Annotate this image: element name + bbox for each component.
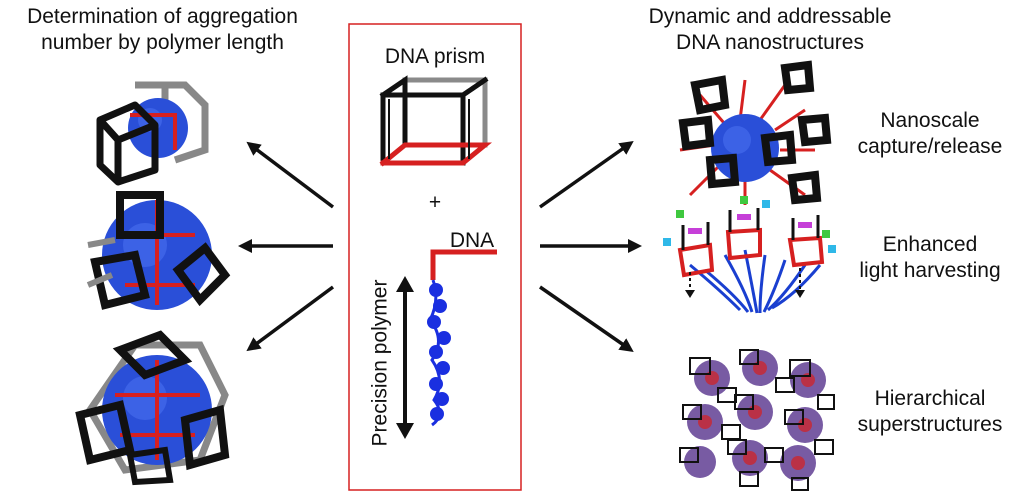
application-label-line2: capture/release	[857, 135, 1003, 158]
superstructure-icon	[679, 349, 835, 491]
plus-sign: +	[428, 191, 442, 214]
right-title-line1: Dynamic and addressable	[648, 5, 892, 28]
application-label-line1: Nanoscale	[880, 109, 980, 132]
left-title: Determination of aggregation number by p…	[0, 4, 325, 56]
capture-release-icon	[678, 60, 832, 205]
prism-label: DNA prism	[384, 45, 486, 68]
application-light-harvesting: Enhanced light harvesting	[840, 232, 1020, 284]
aggregate-dimer-icon	[96, 81, 209, 186]
application-label-line1: Enhanced	[882, 233, 978, 256]
left-title-line1: Determination of aggregation	[27, 5, 298, 28]
right-title: Dynamic and addressable DNA nanostructur…	[590, 4, 950, 56]
application-label-line1: Hierarchical	[874, 387, 986, 410]
precision-polymer-icon	[427, 279, 451, 427]
dna-prism-icon	[379, 75, 493, 167]
left-title-line2: number by polymer length	[41, 31, 284, 54]
application-hierarchical: Hierarchical superstructures	[840, 386, 1020, 438]
right-title-line2: DNA nanostructures	[676, 31, 864, 54]
light-harvesting-icon	[663, 196, 836, 314]
length-arrow-icon	[396, 276, 414, 439]
dna-label: DNA	[449, 229, 495, 252]
dna-strand	[430, 249, 497, 280]
application-label-line2: light harvesting	[859, 259, 1001, 282]
left-arrows	[238, 141, 335, 352]
application-label-line2: superstructures	[857, 413, 1003, 436]
aggregate-hexamer-icon	[75, 330, 230, 486]
application-capture-release: Nanoscale capture/release	[840, 108, 1020, 160]
aggregate-tetramer-icon	[86, 191, 231, 310]
right-arrows	[538, 140, 642, 352]
center-frame	[348, 23, 522, 491]
